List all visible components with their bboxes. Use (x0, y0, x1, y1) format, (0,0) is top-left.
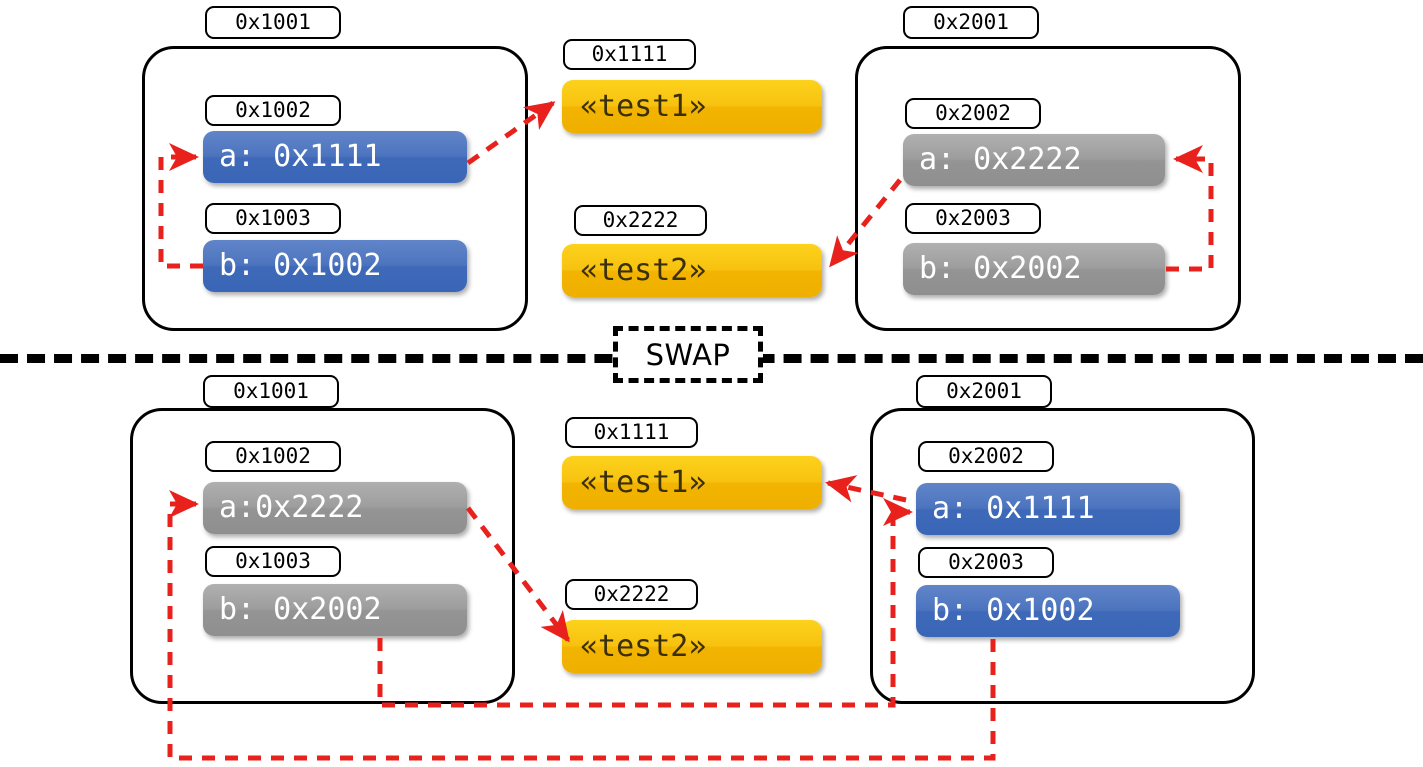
after-left-slot-0-address: 0x1002 (205, 441, 341, 472)
before-right-slot-1-address: 0x2003 (905, 203, 1041, 234)
after-left-slot-0-value: a:0x2222 (203, 482, 467, 534)
after-right-slot-0-address: 0x2002 (918, 441, 1054, 472)
after-heap-1-value: «test2» (562, 620, 822, 673)
swap-label-text: SWAP (645, 337, 731, 372)
after-right-frame-address: 0x2001 (916, 375, 1052, 408)
before-heap-0-address: 0x1111 (563, 39, 696, 70)
before-left-slot-1-value: b: 0x1002 (203, 240, 467, 292)
after-right-slot-0-value: a: 0x1111 (916, 483, 1180, 535)
before-right-frame-address: 0x2001 (903, 6, 1039, 39)
before-heap-1-value: «test2» (562, 244, 822, 297)
before-right-slot-0-value: a: 0x2222 (903, 134, 1165, 186)
before-right-slot-0-address: 0x2002 (905, 98, 1041, 129)
after-right-slot-1-value: b: 0x1002 (916, 585, 1180, 637)
before-heap-1-address: 0x2222 (574, 205, 707, 236)
before-right-slot-1-value: b: 0x2002 (903, 243, 1165, 295)
after-left-frame-address: 0x1001 (203, 375, 339, 408)
after-heap-0-value: «test1» (562, 456, 822, 509)
before-heap-0-value: «test1» (562, 80, 822, 133)
before-left-slot-0-address: 0x1002 (205, 95, 341, 126)
before-left-frame-address: 0x1001 (205, 6, 341, 39)
after-right-slot-1-address: 0x2003 (918, 547, 1054, 578)
after-left-slot-1-address: 0x1003 (205, 546, 341, 577)
after-heap-0-address: 0x1111 (565, 417, 698, 448)
after-heap-1-address: 0x2222 (565, 579, 698, 610)
swap-label: SWAP (613, 326, 763, 383)
before-left-slot-1-address: 0x1003 (205, 203, 341, 234)
before-left-slot-0-value: a: 0x1111 (203, 131, 467, 183)
after-left-slot-1-value: b: 0x2002 (203, 584, 467, 636)
